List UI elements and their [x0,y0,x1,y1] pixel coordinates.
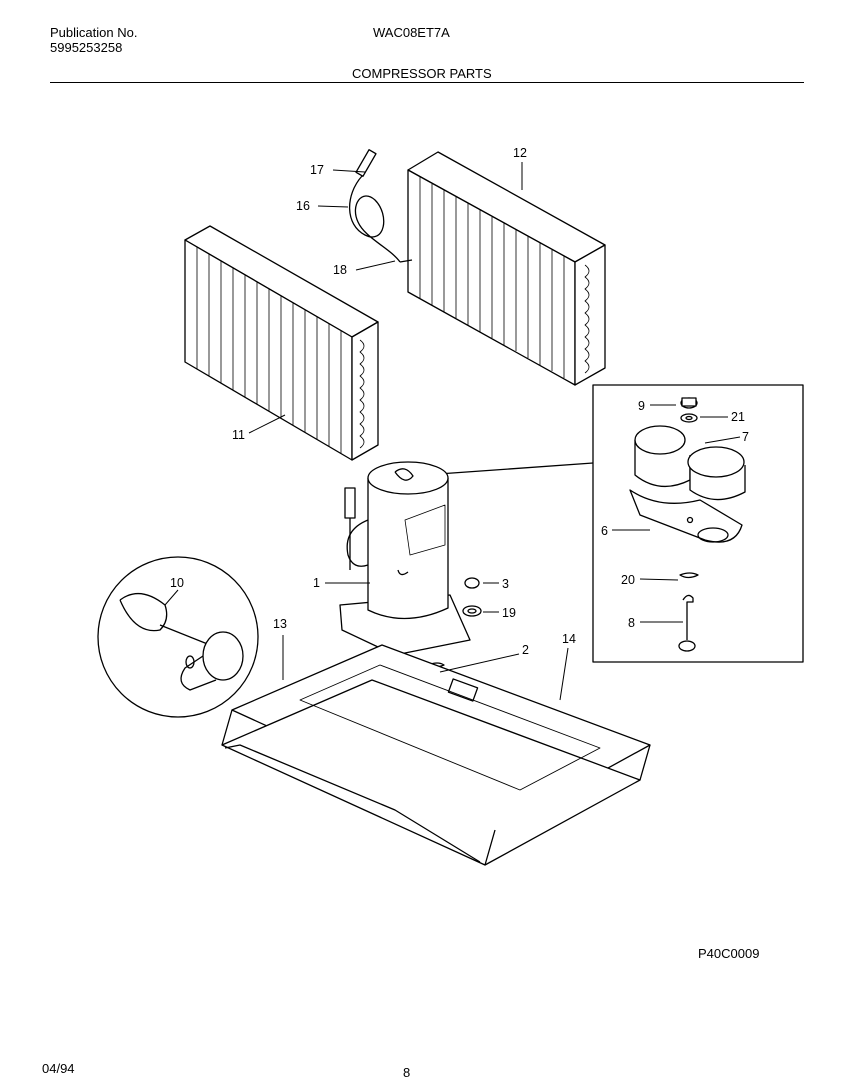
callout-17: 17 [310,163,324,177]
nut-washer [462,577,482,617]
callout-6: 6 [601,524,608,538]
callout-1: 1 [313,576,320,590]
callout-9: 9 [638,399,645,413]
detail-parts [629,397,746,652]
header-rule [50,82,804,83]
callout-21: 21 [731,410,745,424]
compressor [339,461,471,656]
footer-date: 04/94 [42,1061,75,1076]
callout-13: 13 [273,617,287,631]
callout-11: 11 [232,428,245,442]
callout-16: 16 [296,199,310,213]
coil-11 [184,225,379,461]
callout-8: 8 [628,616,635,630]
callout-3: 3 [502,577,509,591]
publication-label: Publication No. [50,25,138,40]
capillary-assembly [349,149,413,263]
callout-20: 20 [621,573,635,587]
callout-12: 12 [513,146,527,160]
leader-lines [164,162,741,701]
callout-2: 2 [522,643,529,657]
spring-2 [427,662,445,668]
mount-detail-box [592,384,804,663]
callout-14: 14 [562,632,576,646]
callout-18: 18 [333,263,347,277]
callout-10: 10 [170,576,184,590]
figure-code: P40C0009 [698,946,760,961]
model-number: WAC08ET7A [373,25,450,40]
callout-19: 19 [502,606,516,620]
publication-number: 5995253258 [50,40,123,55]
section-title: COMPRESSOR PARTS [352,66,492,81]
page-number: 8 [403,1065,411,1080]
coil-12 [407,151,606,386]
inset-detail-10 [97,556,259,718]
base-pan-13 [221,644,651,866]
callout-7: 7 [742,430,749,444]
